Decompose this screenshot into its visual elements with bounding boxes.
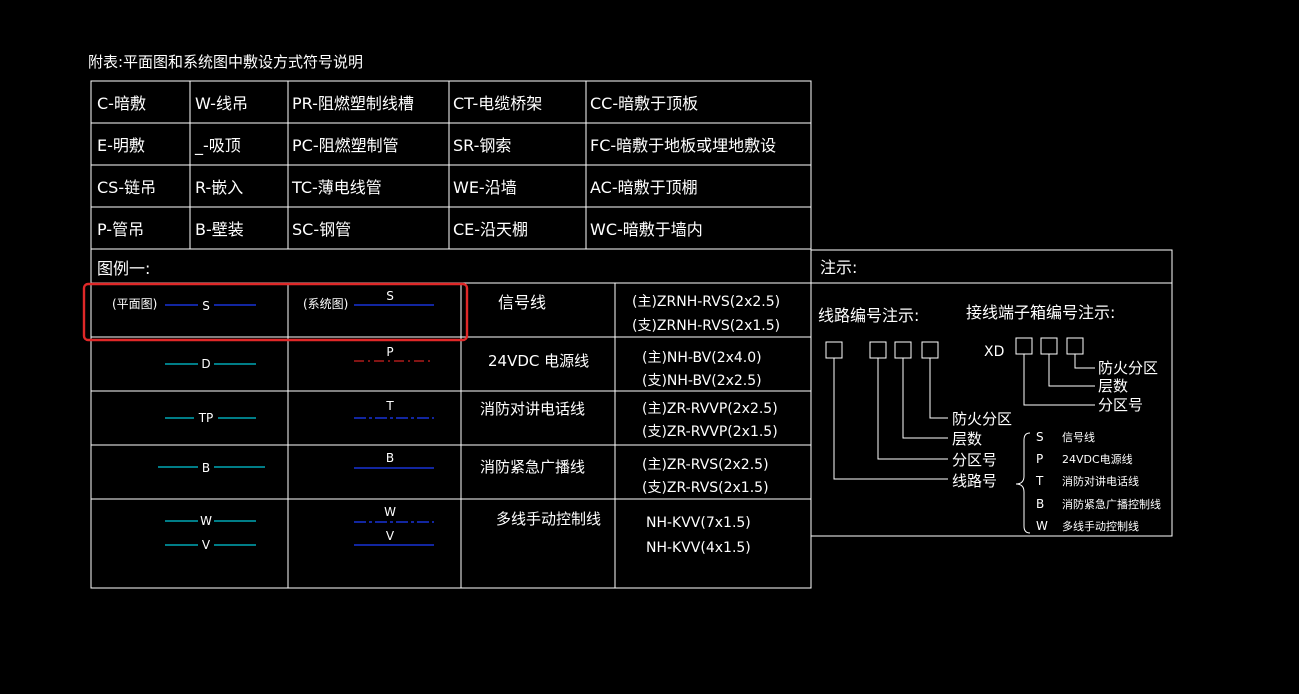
code-desc: 消防对讲电话线 <box>1062 474 1139 488</box>
cable-spec: (主)ZRNH-RVS(2x2.5) <box>632 294 780 310</box>
line-label: 防火分区 <box>952 410 1012 428</box>
plan-symbol: W <box>200 514 212 528</box>
terminal-label: 层数 <box>1098 377 1128 395</box>
plan-symbol: B <box>202 461 210 475</box>
cable-spec: NH-KVV(7x1.5) <box>646 515 751 531</box>
selection-highlight[interactable] <box>82 282 469 342</box>
system-symbol: P <box>386 345 393 359</box>
abbrev-cell: CC-暗敷于顶板 <box>590 94 698 113</box>
system-view-label: (系统图) <box>303 297 348 311</box>
line-label: 层数 <box>952 430 982 448</box>
cable-spec: (支)ZR-RVVP(2x1.5) <box>642 424 778 440</box>
abbrev-cell: W-线吊 <box>195 94 248 113</box>
line-type-name: 消防对讲电话线 <box>480 400 585 418</box>
cable-spec: (支)NH-BV(2x2.5) <box>642 373 762 389</box>
plan-symbol: V <box>202 538 211 552</box>
code-desc: 24VDC电源线 <box>1062 452 1133 466</box>
system-symbol: B <box>386 451 394 465</box>
code-letter: P <box>1036 452 1043 466</box>
abbrev-cell: PC-阻燃塑制管 <box>292 136 399 155</box>
cable-spec: (主)ZR-RVVP(2x2.5) <box>642 401 778 417</box>
abbrev-cell: WE-沿墙 <box>453 178 517 197</box>
notes-panel <box>810 249 1173 537</box>
legend-title: 图例一: <box>97 259 150 278</box>
abbrev-cell: SC-钢管 <box>292 220 351 239</box>
abbrev-cell: CS-链吊 <box>97 178 156 197</box>
code-letter: T <box>1035 474 1044 488</box>
code-letter: S <box>1036 430 1044 444</box>
abbrev-cell: AC-暗敷于顶棚 <box>590 178 698 197</box>
brace-icon <box>1015 432 1031 534</box>
system-symbol: S <box>386 289 394 303</box>
line-type-name: 消防紧急广播线 <box>480 458 585 476</box>
cable-spec: (主)ZR-RVS(2x2.5) <box>642 457 769 473</box>
terminal-label: 防火分区 <box>1098 359 1158 377</box>
system-symbol: V <box>386 529 395 543</box>
terminal-label: 分区号 <box>1098 396 1143 414</box>
abbrev-cell: B-壁装 <box>195 220 244 239</box>
abbrev-cell: CT-电缆桥架 <box>453 94 542 113</box>
abbrev-cell: TC-薄电线管 <box>291 178 382 197</box>
abbrev-cell: SR-钢索 <box>453 136 511 155</box>
plan-symbol: D <box>201 357 210 371</box>
code-desc: 信号线 <box>1062 430 1095 444</box>
abbrev-cell: C-暗敷 <box>97 94 146 113</box>
code-letter: B <box>1036 497 1044 511</box>
line-number-title: 线路编号注示: <box>818 306 919 325</box>
abbrev-cell: PR-阻燃塑制线槽 <box>292 94 414 113</box>
abbrev-cells: C-暗敷 W-线吊 PR-阻燃塑制线槽 CT-电缆桥架 CC-暗敷于顶板 E-明… <box>97 94 776 239</box>
plan-symbol: TP <box>198 411 214 425</box>
code-letter: W <box>1036 519 1048 533</box>
terminal-prefix: XD <box>984 344 1004 360</box>
abbrev-cell: R-嵌入 <box>195 178 243 197</box>
line-type-name: 信号线 <box>498 293 546 312</box>
abbrev-cell: _-吸顶 <box>194 136 241 156</box>
line-label: 线路号 <box>952 472 997 490</box>
cable-spec: NH-KVV(4x1.5) <box>646 540 751 556</box>
terminal-diagram <box>1015 337 1095 406</box>
cable-spec: (支)ZR-RVS(2x1.5) <box>642 480 769 496</box>
code-desc: 消防紧急广播控制线 <box>1062 497 1161 511</box>
abbrev-cell: CE-沿天棚 <box>453 220 528 239</box>
abbrev-cell: P-管吊 <box>97 220 144 239</box>
abbrev-cell: FC-暗敷于地板或埋地敷设 <box>590 136 776 155</box>
terminal-title: 接线端子箱编号注示: <box>966 303 1115 322</box>
line-type-name: 多线手动控制线 <box>496 510 601 528</box>
cable-spec: (主)NH-BV(2x4.0) <box>642 350 762 366</box>
line-type-name: 24VDC 电源线 <box>488 352 589 370</box>
table-heading: 附表:平面图和系统图中敷设方式符号说明 <box>88 53 363 71</box>
abbrev-cell: WC-暗敷于墙内 <box>590 220 703 239</box>
cable-spec: (支)ZRNH-RVS(2x1.5) <box>632 318 780 334</box>
system-symbol: T <box>385 399 394 413</box>
plan-symbol: S <box>202 299 210 313</box>
code-desc: 多线手动控制线 <box>1062 519 1139 533</box>
notes-title: 注示: <box>820 258 857 277</box>
plan-view-label: (平面图) <box>112 297 157 311</box>
line-number-diagram <box>825 341 948 480</box>
line-label: 分区号 <box>952 451 997 469</box>
abbrev-cell: E-明敷 <box>97 136 145 155</box>
system-symbol: W <box>384 505 396 519</box>
